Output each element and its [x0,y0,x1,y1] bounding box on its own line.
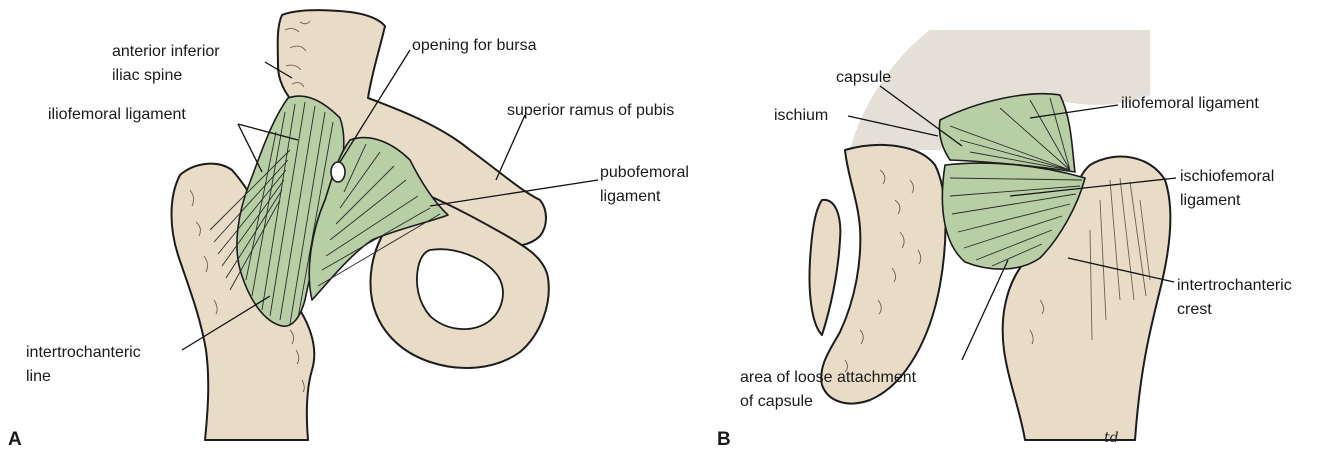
label-capsule: capsule [836,69,891,86]
label-loose-attachment-line2: of capsule [740,393,813,410]
panel-letter-b: B [717,429,731,450]
panel-a-illustration [172,10,549,440]
label-ischiofemoral-line2: ligament [1180,192,1241,209]
iliofemoral-leader-a1 [238,124,262,172]
ischium-tip [810,200,841,335]
label-ischium: ischium [774,107,828,124]
label-intertroch-line-line2: line [26,368,51,385]
label-intertroch-line-line1: intertrochanteric [26,344,141,361]
label-crest-line2: crest [1177,301,1212,318]
label-iliofemoral-b: iliofemoral ligament [1121,95,1259,112]
artist-signature: td [1104,430,1119,446]
label-superior-ramus: superior ramus of pubis [507,102,674,119]
label-crest-line1: intertrochanteric [1177,277,1292,294]
label-aiis-line2: iliac spine [112,67,182,84]
label-loose-attachment-line1: area of loose attachment [740,369,917,386]
label-pubofemoral-line2: ligament [600,188,661,205]
label-ischiofemoral-line1: ischiofemoral [1180,168,1274,185]
sup-ramus-leader [496,115,525,180]
label-aiis-line1: anterior inferior [112,43,220,60]
panel-letter-a: A [8,429,22,450]
loose-attachment-leader [962,260,1008,360]
label-pubofemoral-line1: pubofemoral [600,164,689,181]
bursa-opening [331,162,345,182]
label-iliofemoral-a: iliofemoral ligament [48,106,186,123]
label-opening-for-bursa: opening for bursa [412,37,537,54]
